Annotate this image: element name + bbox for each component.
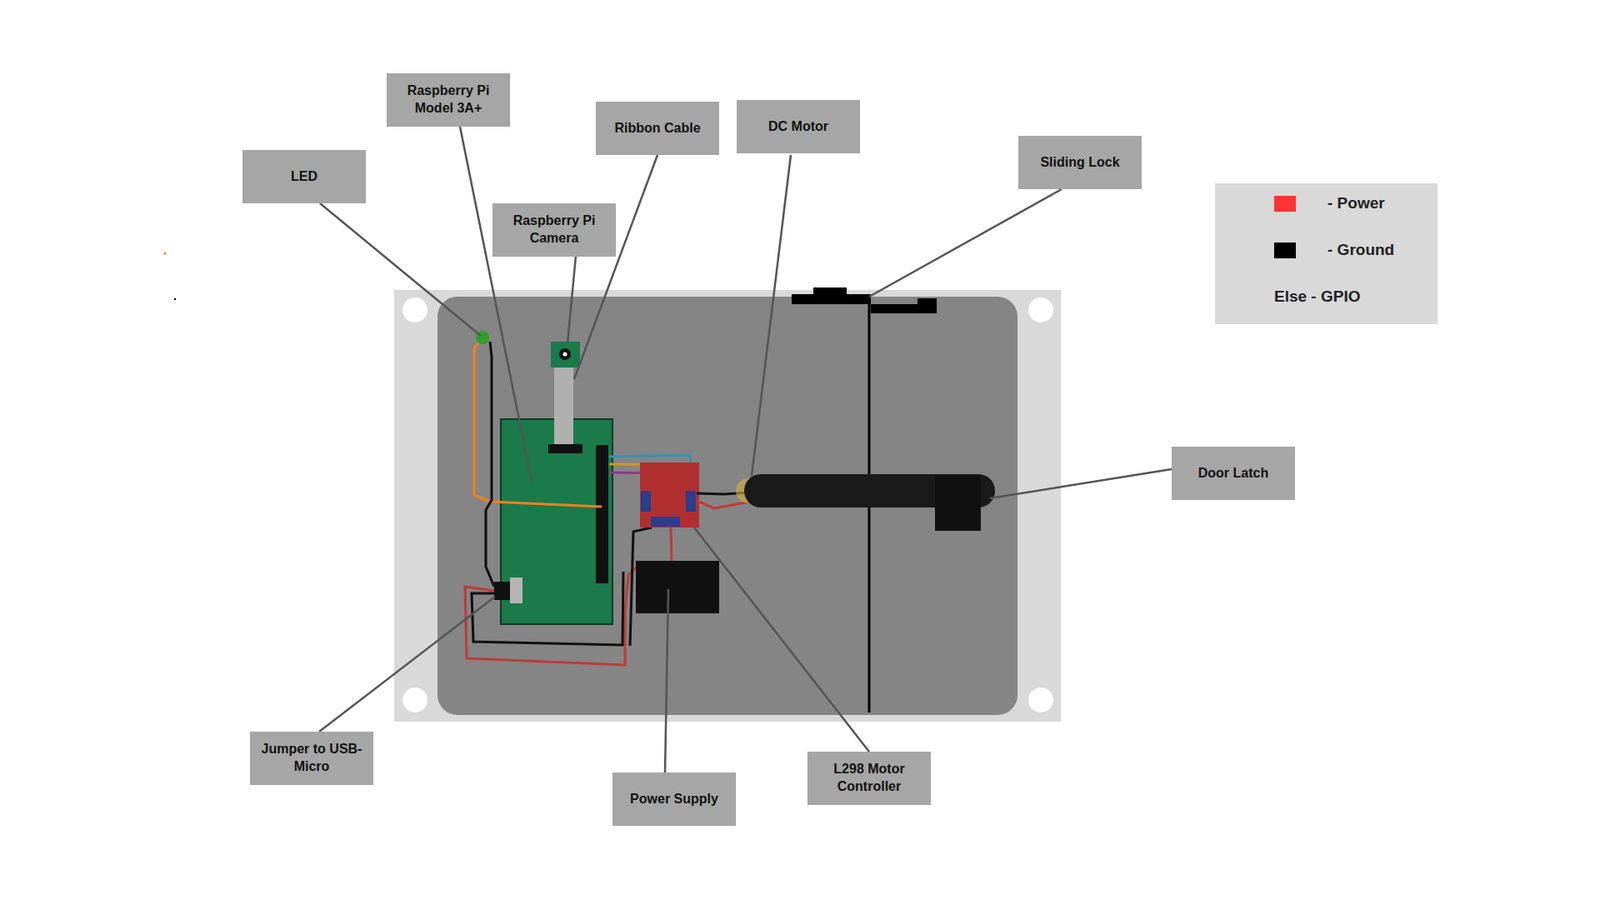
mounting-hole <box>1028 297 1054 323</box>
camera-lens <box>559 348 571 360</box>
sliding-lock-catch <box>917 298 937 314</box>
leader-line <box>990 469 1172 499</box>
part-label: Door Latch <box>1198 465 1269 483</box>
leader-line <box>694 527 870 752</box>
legend-row: - Ground <box>1274 237 1395 263</box>
terminal-block <box>650 516 680 527</box>
part-label: Jumper to USB-Micro <box>258 740 365 776</box>
callout-box: Raspberry Pi Model 3A+ <box>386 73 510 127</box>
legend-row: Else - GPIO <box>1274 284 1360 310</box>
power-supply <box>635 560 720 614</box>
leader-line <box>319 596 495 732</box>
sliding-lock-bar <box>791 294 871 305</box>
terminal-block <box>640 490 651 512</box>
enclosure-base <box>394 290 1061 722</box>
mounting-hole <box>402 687 428 713</box>
part-label: Raspberry Pi Camera <box>500 212 608 248</box>
callout-box: LED <box>242 150 366 204</box>
mounting-hole <box>1028 687 1054 713</box>
part-label: LED <box>290 168 318 186</box>
callout-box: Jumper to USB-Micro <box>250 731 374 785</box>
raspberry-pi-board <box>500 419 613 625</box>
legend-label: - Ground <box>1327 240 1395 260</box>
sliding-lock-knob <box>813 287 847 295</box>
callout-box: Raspberry Pi Camera <box>492 203 616 257</box>
leader-line <box>751 155 791 476</box>
ribbon-cable <box>554 367 574 445</box>
callout-box: L298 Motor Controller <box>807 751 931 805</box>
callout-box: Sliding Lock <box>1018 135 1142 190</box>
motor-wire <box>696 500 750 509</box>
gpio-header <box>595 445 609 584</box>
callout-box: Ribbon Cable <box>595 101 720 155</box>
part-label: Ribbon Cable <box>614 120 700 138</box>
legend-swatch <box>1274 242 1296 259</box>
usb-jumper <box>494 581 510 600</box>
legend-swatch <box>1274 195 1296 212</box>
ground-wire <box>485 341 495 587</box>
camera-lens-glint <box>563 352 568 357</box>
leader-line <box>574 155 658 380</box>
stray-dot <box>174 298 176 300</box>
camera-board <box>550 341 580 368</box>
part-label: DC Motor <box>768 118 829 136</box>
legend-box: - Power - GroundElse - GPIO <box>1215 183 1438 325</box>
leader-line <box>665 589 669 773</box>
leader-line <box>320 203 481 336</box>
part-label: Raspberry Pi Model 3A+ <box>395 82 502 118</box>
callout-box: Door Latch <box>1171 446 1295 500</box>
enclosure-inner <box>437 296 1018 715</box>
leader-line <box>869 189 1062 297</box>
usb-plug <box>510 577 523 604</box>
leader-line <box>567 255 576 344</box>
gpio-wire <box>474 337 602 507</box>
part-label: Sliding Lock <box>1040 154 1120 172</box>
stray-dot <box>164 252 167 255</box>
mounting-hole <box>402 297 428 323</box>
leader-line <box>460 126 532 482</box>
terminal-block <box>685 490 696 512</box>
part-label: Power Supply <box>630 790 719 809</box>
legend-label: Else - GPIO <box>1274 287 1360 306</box>
legend-label: - Power <box>1327 194 1385 213</box>
camera-connector <box>548 444 583 454</box>
part-label: L298 Motor Controller <box>815 760 923 796</box>
callout-box: DC Motor <box>736 100 860 154</box>
callout-box: Power Supply <box>612 772 736 826</box>
power-wire <box>670 527 672 562</box>
legend-row: - Power <box>1274 190 1385 216</box>
l298-board <box>640 462 700 528</box>
door-latch <box>935 475 981 531</box>
